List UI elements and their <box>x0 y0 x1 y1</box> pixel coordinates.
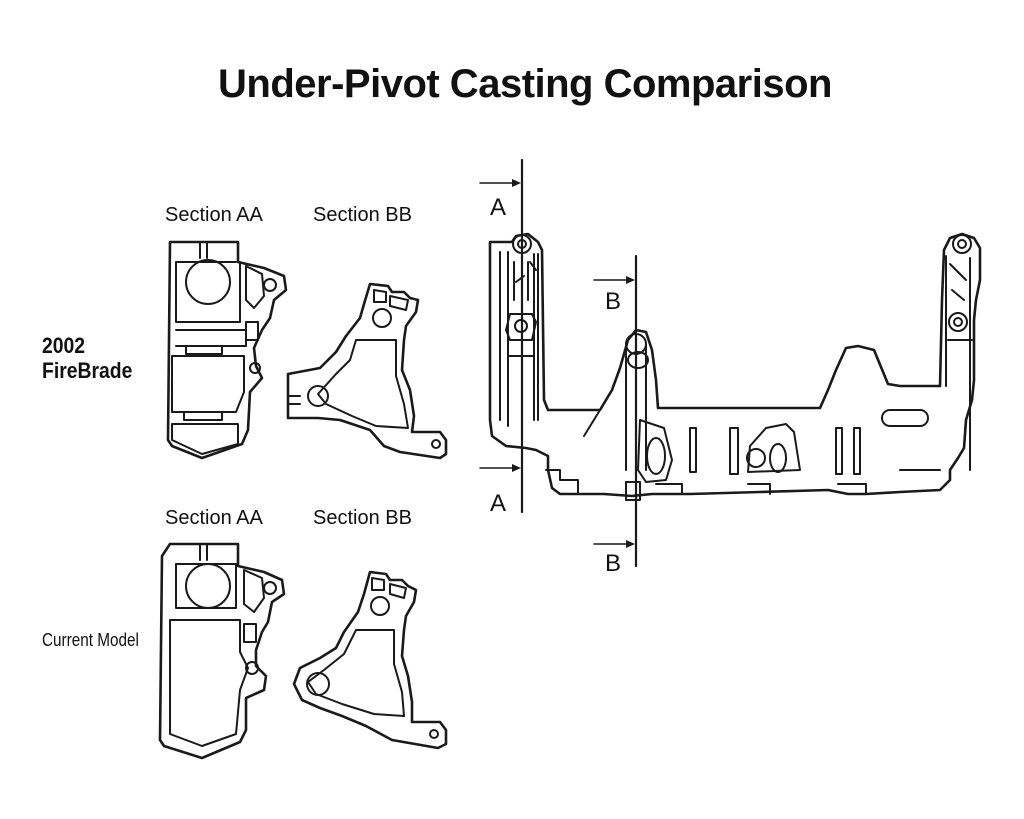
row2-model-label: Current Model <box>42 630 139 650</box>
row2-section-aa-label: Section AA <box>165 507 263 529</box>
row2-section-bb-label: Section BB <box>313 507 412 529</box>
row2-section-aa-drawing <box>158 542 286 760</box>
cut-a-bottom-label: A <box>490 490 507 517</box>
casting-side-view <box>479 158 982 568</box>
cut-b-top-label: B <box>605 288 622 315</box>
row1-section-aa-label: Section AA <box>165 204 263 226</box>
row1-model-name: FireBrade <box>42 358 133 383</box>
row1-section-aa-drawing <box>166 240 288 460</box>
row1-section-bb-label: Section BB <box>313 204 412 226</box>
row1-section-bb-drawing <box>286 282 448 460</box>
cut-b-bottom-label: B <box>605 550 622 577</box>
diagram-title: Under-Pivot Casting Comparison <box>218 62 832 106</box>
cut-a-top-label: A <box>490 194 507 221</box>
row1-model-year: 2002 <box>42 333 86 358</box>
row1-model-label: 2002 FireBrade <box>42 333 132 383</box>
row2-section-bb-drawing <box>292 570 448 750</box>
